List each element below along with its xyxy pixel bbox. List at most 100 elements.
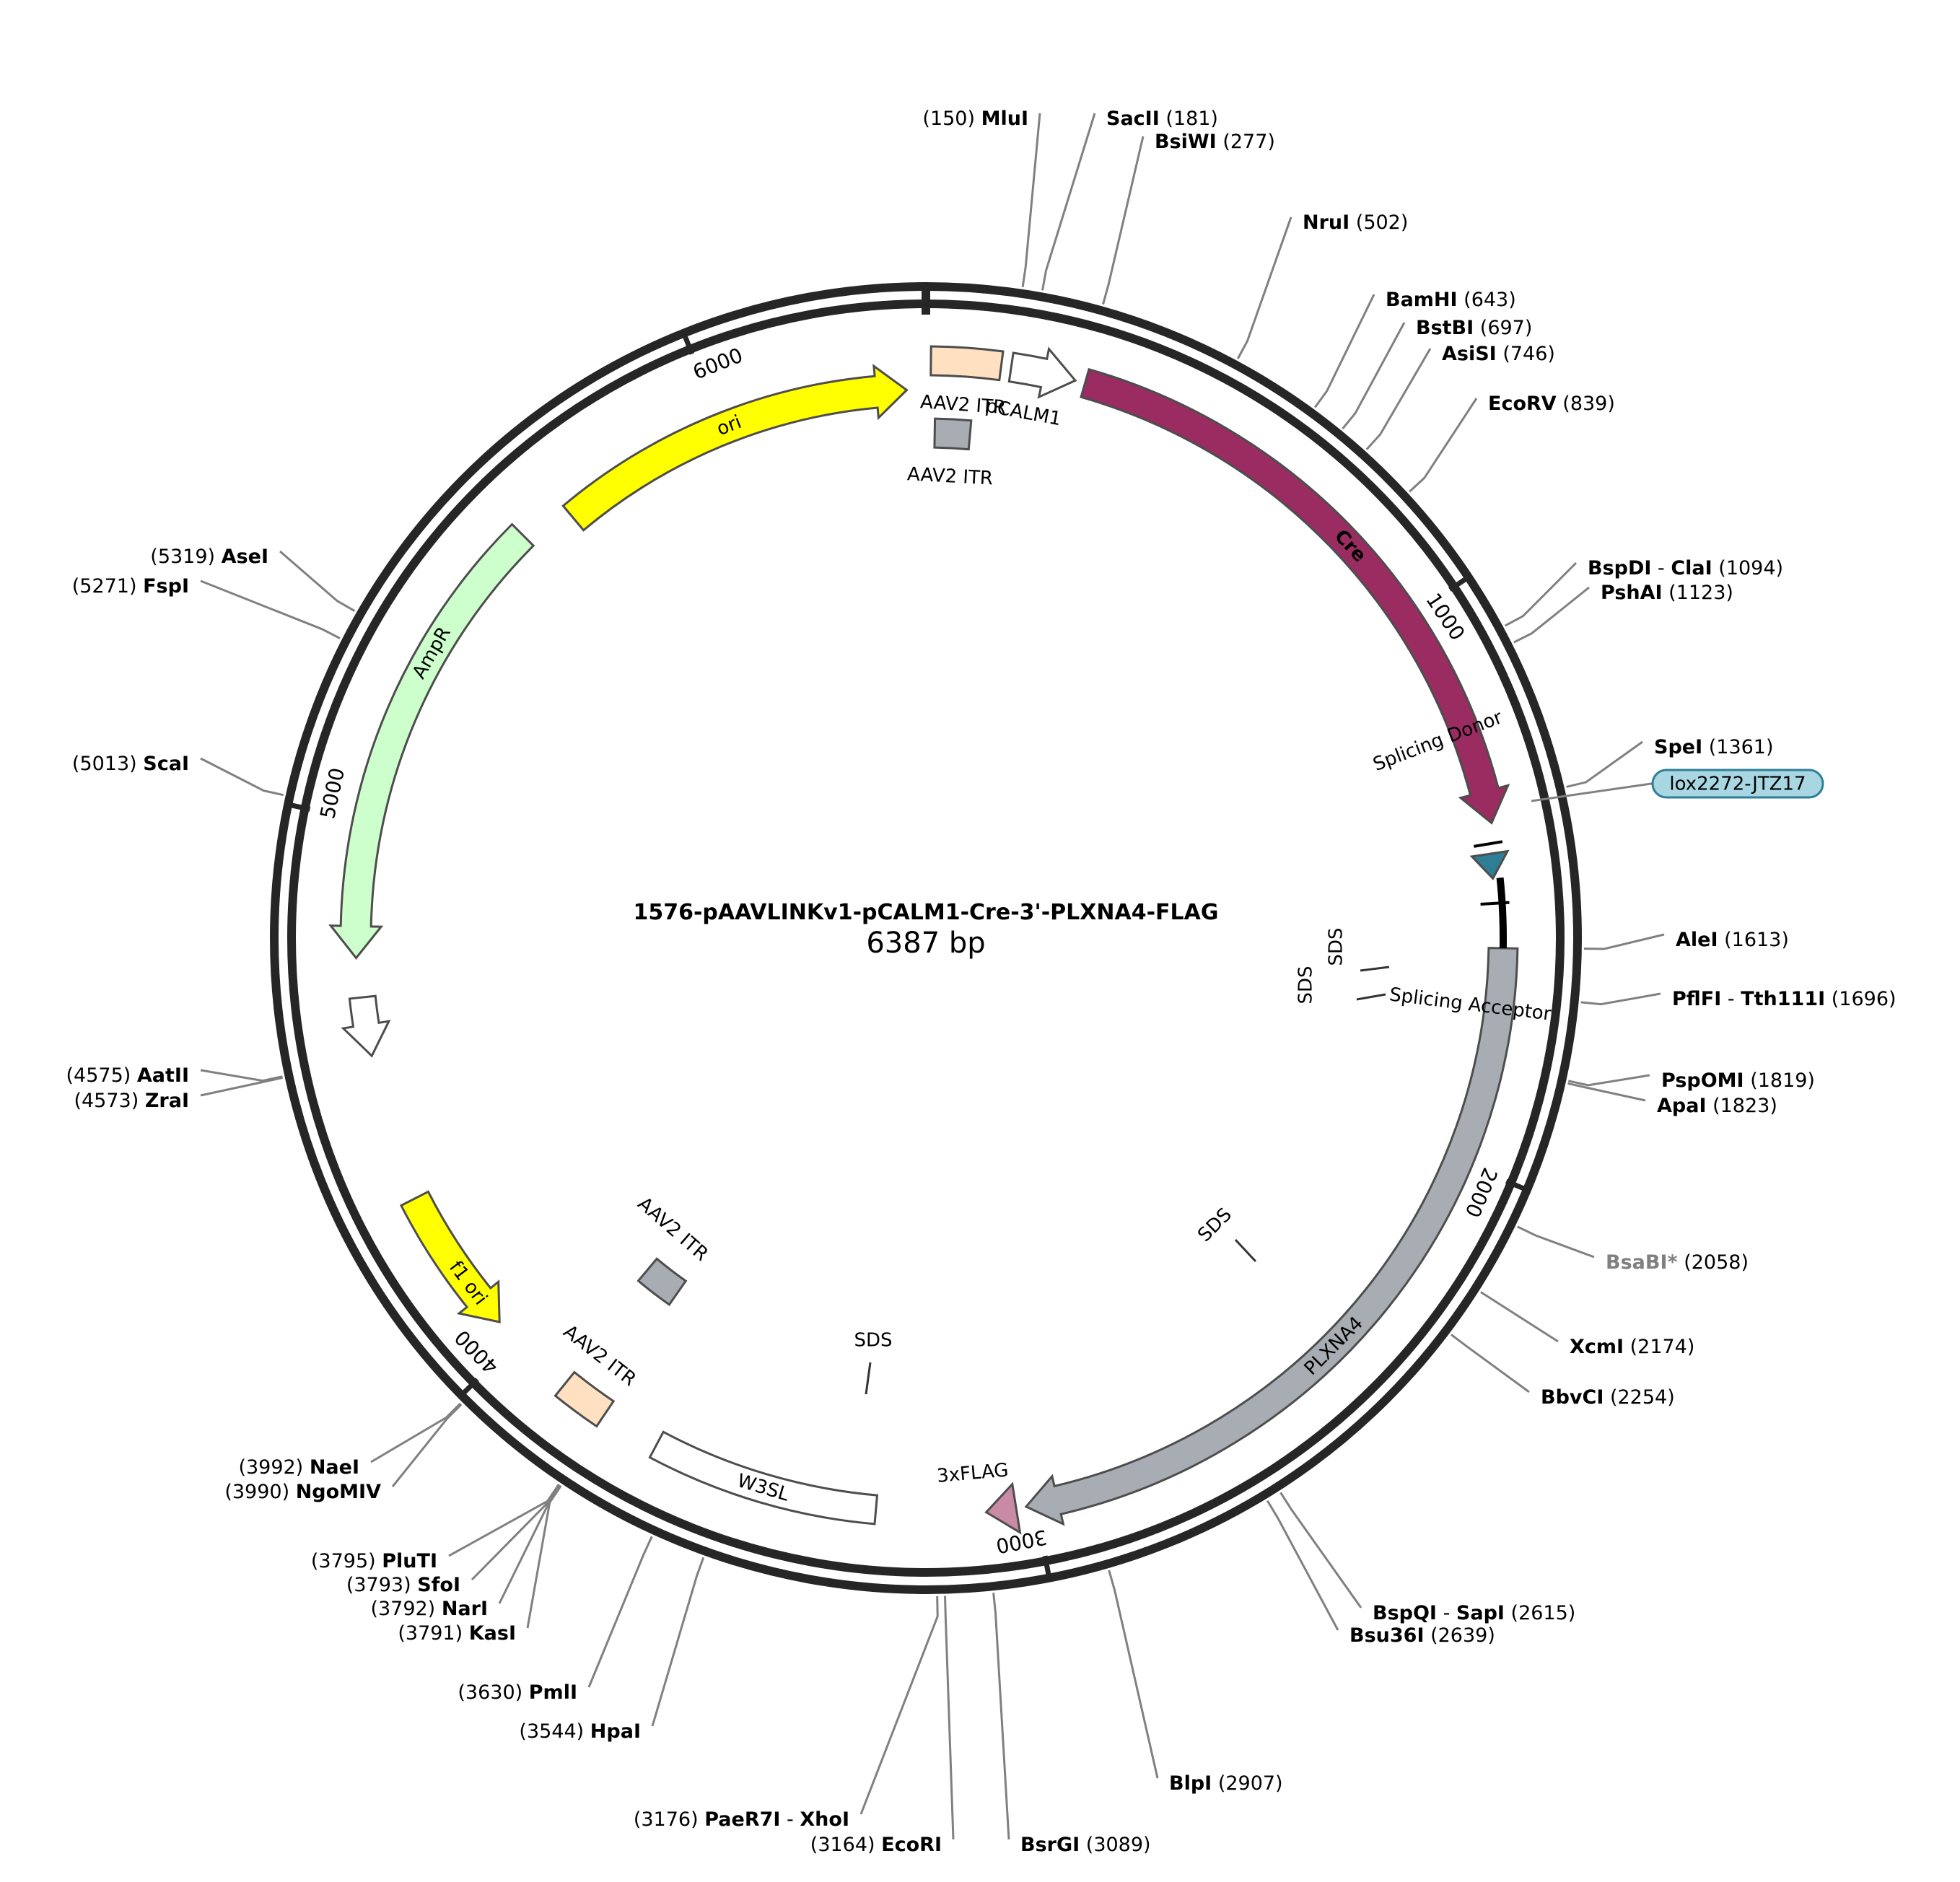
site-leader — [859, 1596, 939, 1815]
site-position: (697) — [1480, 317, 1533, 339]
site-leader — [1580, 992, 1661, 1006]
site-label: PflFI - Tth111I (1696) — [1672, 988, 1896, 1010]
site-name: AseI — [222, 546, 268, 568]
site-position: (4573) — [74, 1090, 139, 1112]
site-leader — [1480, 1291, 1559, 1343]
site-label: AleI (1613) — [1676, 929, 1789, 951]
site-leader — [370, 1402, 462, 1463]
site-label: (5319) AseI — [150, 546, 268, 568]
site-leader — [587, 1536, 653, 1688]
site-leader — [200, 1069, 283, 1082]
site-position: (2639) — [1430, 1624, 1495, 1647]
site-name: NgoMIV — [296, 1481, 381, 1503]
site-position: (3990) — [224, 1481, 289, 1503]
site-leader — [471, 1484, 561, 1581]
site-label: NruI (502) — [1303, 211, 1408, 234]
site-leader — [1513, 586, 1590, 644]
sds-label: SDS — [1295, 966, 1317, 1004]
feature-aav2-itr — [636, 1257, 688, 1306]
site-label: (150) MluI — [922, 108, 1028, 130]
feature-ampr — [328, 522, 535, 960]
site-label: BlpI (2907) — [1169, 1772, 1283, 1795]
site-leader — [1108, 1570, 1159, 1779]
site-leader — [1583, 933, 1665, 950]
site-leader — [944, 1596, 955, 1840]
lox2272-leader — [1531, 782, 1657, 802]
sds-label: SDS — [1326, 927, 1347, 966]
site-position: (3176) — [634, 1808, 699, 1831]
site-position: (3792) — [370, 1598, 435, 1620]
sds-label: SDS — [1194, 1204, 1236, 1246]
site-position: (1613) — [1724, 929, 1789, 951]
feature-lox2272-jtz17 — [1469, 849, 1510, 880]
feature-label-aav2-itr: AAV2 ITR — [906, 463, 993, 489]
tick-label: 3000 — [994, 1525, 1049, 1558]
site-leader — [1266, 1500, 1339, 1631]
feature-aav2-itr — [929, 345, 1005, 382]
lox2272-callout — [1651, 769, 1824, 799]
site-position: (3630) — [458, 1681, 522, 1704]
site-name: BspQI — [1373, 1602, 1437, 1624]
tick-mark — [1448, 576, 1469, 592]
tick-mark — [1505, 1178, 1526, 1191]
site-leader — [651, 1557, 705, 1727]
site-name: EcoRI — [881, 1834, 942, 1856]
site-label: BspDI - ClaI (1094) — [1588, 557, 1783, 579]
site-label: (3176) PaeR7I - XhoI — [634, 1808, 849, 1831]
site-label: (5271) FspI — [72, 575, 189, 598]
feature-label-pcalm1: pCALM1 — [984, 395, 1063, 431]
feature-ori — [561, 364, 909, 532]
site-leader — [1021, 113, 1041, 288]
site-name: BsiWI — [1155, 131, 1217, 153]
site-name: EcoRV — [1488, 393, 1557, 415]
site-leader — [1566, 740, 1643, 788]
sds-mark — [1356, 993, 1386, 1001]
site-position: (3992) — [238, 1456, 303, 1479]
site-position: (5013) — [72, 753, 137, 775]
site-position: (277) — [1222, 131, 1275, 153]
site-name: XhoI — [800, 1808, 849, 1831]
site-position: (3544) — [519, 1720, 584, 1743]
site-position: (2615) — [1511, 1602, 1576, 1624]
site-leader — [1313, 294, 1375, 408]
site-label: (3990) NgoMIV — [224, 1481, 381, 1503]
site-name: BsaBI* — [1606, 1251, 1678, 1274]
site-leader — [1504, 561, 1578, 627]
site-name: PaeR7I — [704, 1808, 780, 1831]
site-leader — [1365, 348, 1432, 450]
tick-mark — [1042, 1555, 1051, 1577]
site-name: PshAI — [1601, 582, 1663, 604]
feature-pcalm1 — [1007, 346, 1077, 399]
tick-mark — [682, 334, 695, 355]
splicing-donor-marker — [1474, 840, 1503, 848]
site-name: ZraI — [145, 1090, 189, 1112]
site-label: Bsu36I (2639) — [1349, 1624, 1495, 1647]
site-name: AsiSI — [1442, 343, 1497, 365]
site-position: (839) — [1562, 393, 1615, 415]
site-label: PspOMI (1819) — [1661, 1069, 1815, 1092]
site-label: (4575) AatII — [66, 1064, 190, 1087]
site-position: (1123) — [1668, 582, 1733, 604]
site-position: (3089) — [1086, 1834, 1151, 1856]
site-position: (150) — [922, 108, 975, 130]
lox2272-label: lox2272-JTZ17 — [1669, 774, 1806, 795]
site-label: BamHI (643) — [1386, 289, 1516, 311]
site-label: BspQI - SapI (2615) — [1373, 1602, 1575, 1624]
sds-mark — [865, 1362, 872, 1395]
site-name: AleI — [1676, 929, 1718, 951]
feature-plxna4 — [1024, 947, 1519, 1526]
site-leader — [1342, 322, 1406, 430]
site-name: PluTI — [382, 1550, 437, 1572]
site-leader — [391, 1404, 463, 1487]
site-leader — [200, 757, 284, 797]
tick-label: 5000 — [315, 766, 349, 821]
site-name: PspOMI — [1661, 1069, 1744, 1092]
lox-segment — [1496, 877, 1507, 949]
site-position: (1696) — [1832, 988, 1896, 1010]
feature-label-3xflag: 3xFLAG — [936, 1459, 1010, 1487]
site-label: (3630) PmlI — [458, 1681, 577, 1704]
site-position: (181) — [1165, 108, 1218, 130]
site-position: (643) — [1464, 289, 1516, 311]
